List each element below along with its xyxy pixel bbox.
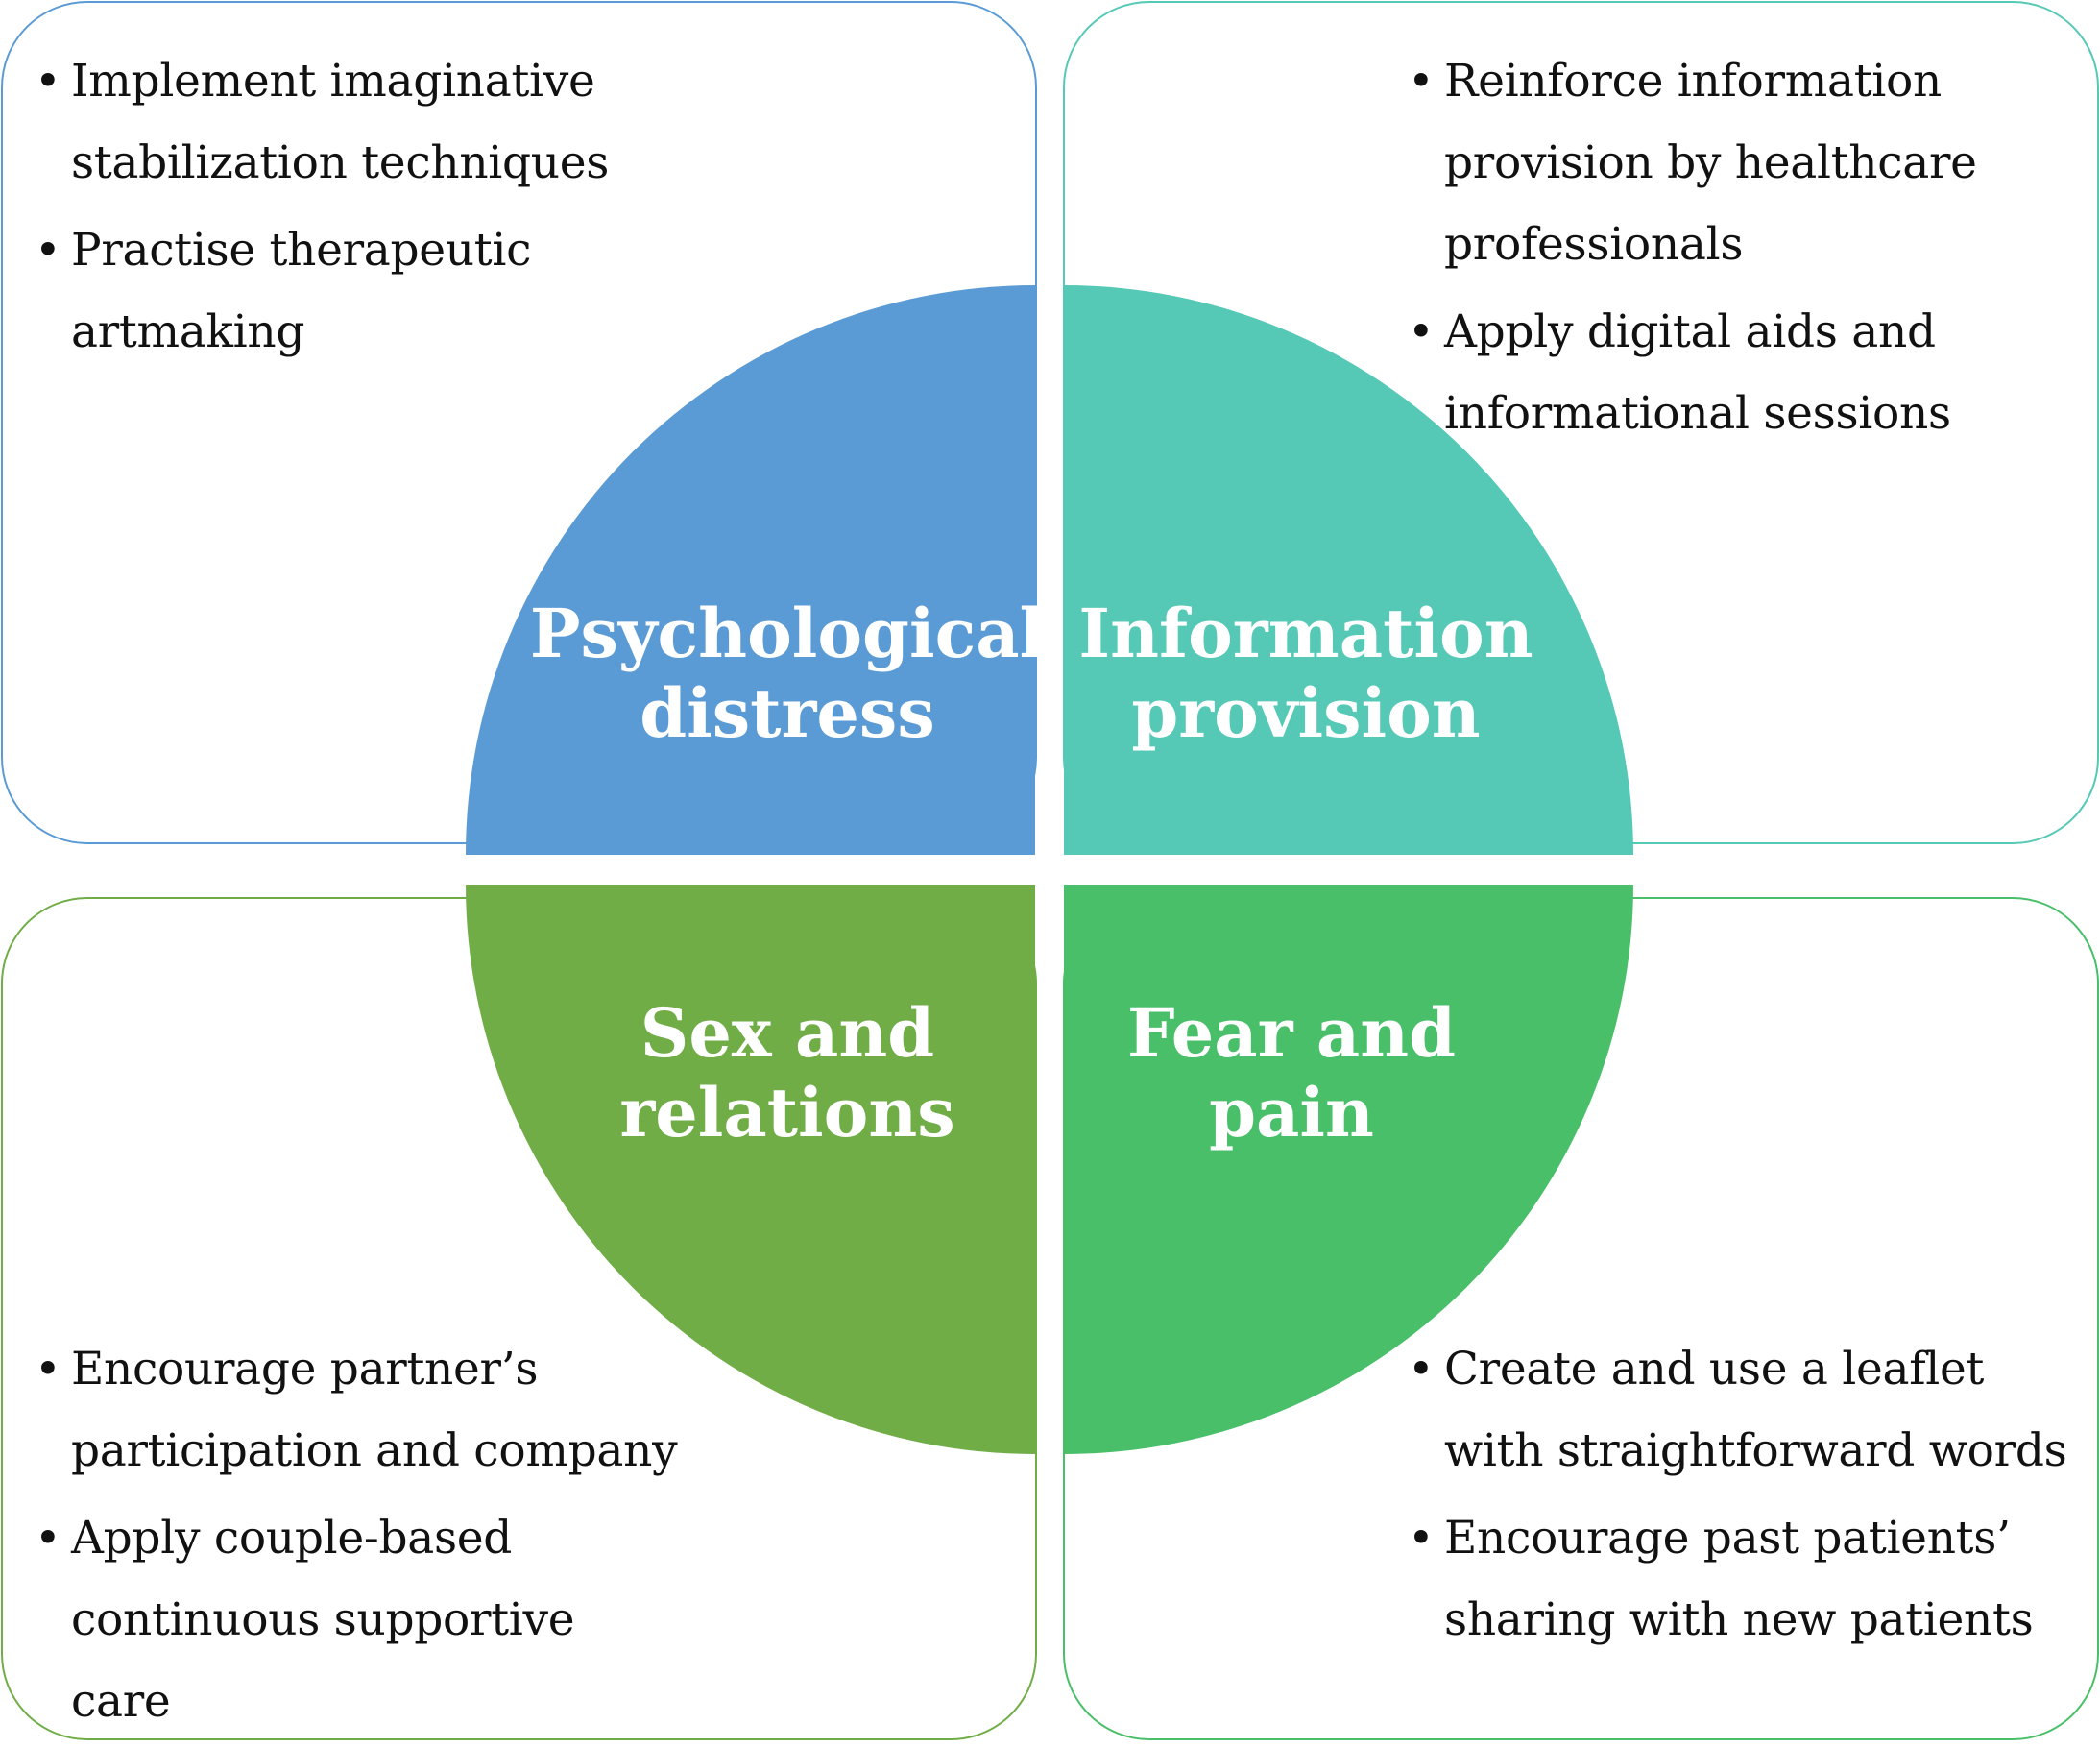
list-item: Practise therapeutic artmaking	[35, 209, 630, 373]
label-line: Psychological	[529, 594, 1046, 673]
label-line: Information	[1078, 594, 1533, 673]
psychological-distress-bullet-list: Implement imaginative stabilization tech…	[35, 40, 630, 378]
list-item: Apply digital aids and informational ses…	[1408, 291, 2003, 454]
psychological-distress-quadrant	[466, 285, 1035, 855]
label-line: provision	[1131, 673, 1481, 753]
list-item: Apply couple-based continuous supportive…	[35, 1497, 688, 1742]
sex-and-relations-quadrant	[466, 885, 1035, 1454]
list-item: Reinforce information provision by healt…	[1408, 40, 2003, 285]
sex-and-relations-label: Sex and relations	[499, 993, 1075, 1153]
list-item: Create and use a leaflet with straightfo…	[1408, 1328, 2070, 1492]
list-item: Encourage past patients’ sharing with ne…	[1408, 1497, 2070, 1661]
information-provision-quadrant	[1064, 285, 1633, 855]
sex-and-relations-bullet-list: Encourage partner’s participation and co…	[35, 1328, 688, 1748]
list-item: Implement imaginative stabilization tech…	[35, 40, 630, 204]
fear-and-pain-quadrant	[1064, 885, 1633, 1454]
label-line: relations	[619, 1073, 955, 1153]
fear-and-pain-bullet-list: Create and use a leaflet with straightfo…	[1408, 1328, 2070, 1666]
information-provision-label: Information provision	[1018, 594, 1594, 753]
label-line: Sex and	[640, 993, 935, 1073]
label-line: distress	[640, 673, 935, 753]
label-line: Fear and	[1126, 993, 1457, 1073]
fear-and-pain-label: Fear and pain	[1003, 993, 1580, 1153]
label-line: pain	[1209, 1073, 1374, 1153]
psychological-distress-label: Psychological distress	[499, 594, 1075, 753]
list-item: Encourage partner’s participation and co…	[35, 1328, 688, 1492]
information-provision-bullet-list: Reinforce information provision by healt…	[1408, 40, 2003, 460]
